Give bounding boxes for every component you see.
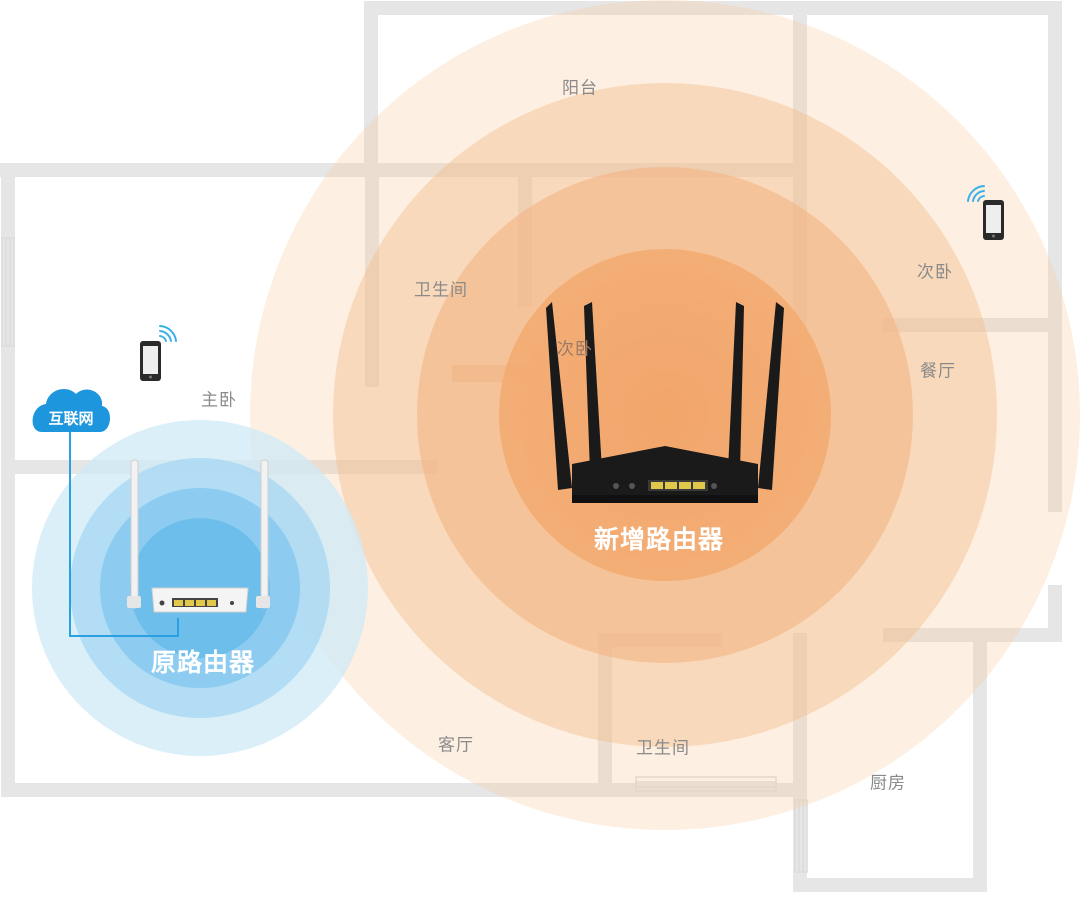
- room-label-kitchen: 厨房: [870, 773, 906, 794]
- room-label-bedroom-center: 次卧: [557, 339, 593, 360]
- room-label-bathroom-bottom: 卫生间: [636, 738, 690, 759]
- room-label-bathroom-top: 卫生间: [414, 280, 468, 301]
- wifi-icon: [159, 325, 177, 342]
- network-cable: [69, 432, 179, 637]
- internet-cloud-icon: [32, 389, 111, 432]
- room-label-bedroom-right: 次卧: [917, 262, 953, 283]
- new-router-coverage: [250, 0, 1080, 830]
- new-router-label: 新增路由器: [593, 525, 725, 554]
- room-label-balcony: 阳台: [562, 78, 598, 99]
- new-router-icon: [546, 302, 784, 503]
- internet-cloud-label: 互联网: [48, 409, 94, 428]
- wifi-icon: [967, 185, 985, 202]
- window-marks: [1, 237, 808, 873]
- room-label-dining-room: 餐厅: [920, 361, 956, 382]
- room-label-master-bedroom: 主卧: [201, 390, 237, 411]
- phone-icon: [140, 341, 161, 381]
- original-router-icon: [127, 459, 270, 613]
- room-label-living-room: 客厅: [438, 735, 474, 756]
- phone-icon: [983, 200, 1004, 240]
- original-router-label: 原路由器: [150, 648, 256, 677]
